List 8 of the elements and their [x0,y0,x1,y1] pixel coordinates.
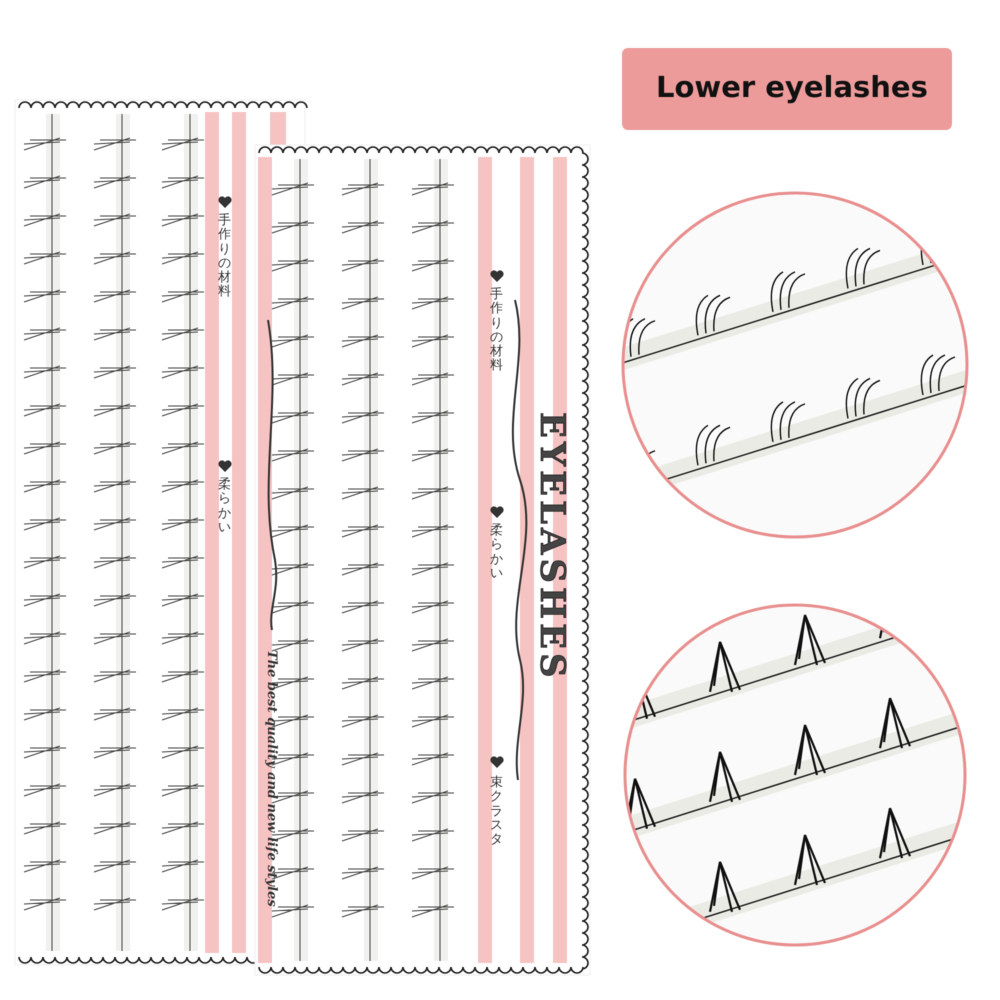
vertical-label: 手作りの材料 [490,288,503,374]
slogan-text: The best quality and new life styles [264,650,279,907]
vertical-label: 束クラスタ [490,776,503,848]
vertical-label: 手作りの材料 [218,214,231,300]
vertical-label: 柔らかい [490,524,503,582]
title: Lower eyelashes [656,70,928,104]
card-heading: EYELASHES [532,412,572,682]
vertical-label: 柔らかい [218,478,231,536]
